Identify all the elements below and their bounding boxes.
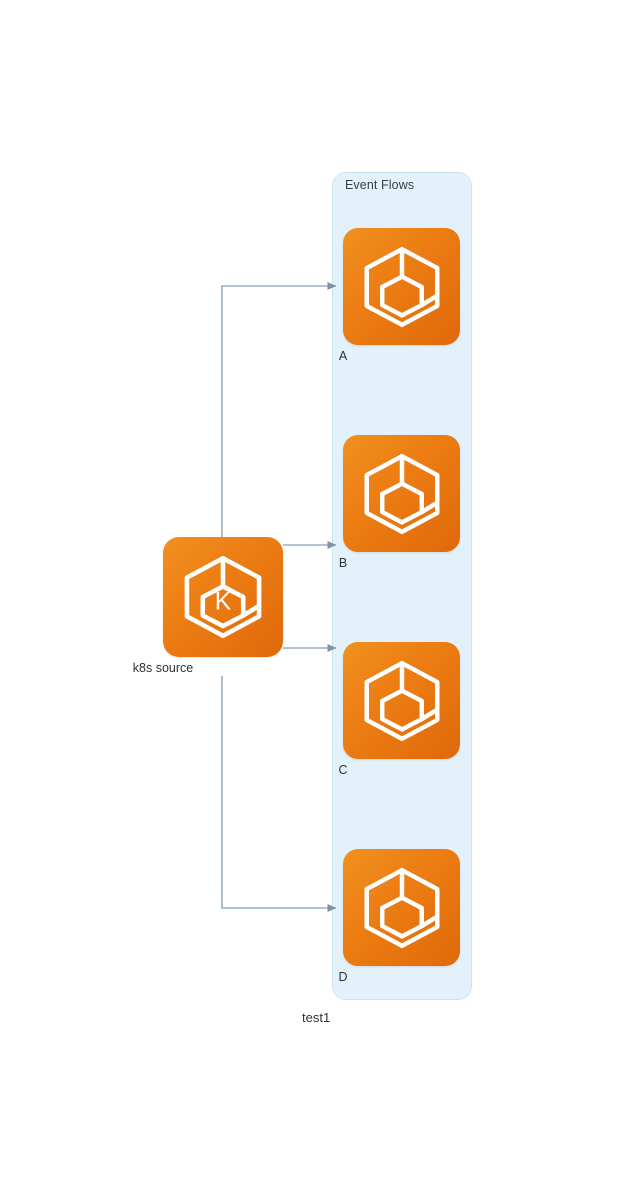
node-k8s-source-label: k8s source (132, 661, 194, 675)
node-b-tile[interactable] (343, 435, 460, 552)
diagram-caption: test1 (302, 1010, 331, 1025)
node-c-tile[interactable] (343, 642, 460, 759)
hexagon-k-logo-icon: K (184, 555, 262, 639)
hexagon-k-glyph: K (215, 588, 232, 615)
edge-source-to-a (221, 282, 337, 537)
node-d-tile[interactable] (343, 849, 460, 966)
node-k8s-source-tile[interactable]: K (163, 537, 283, 657)
hexagon-cube-logo-icon (364, 453, 439, 534)
node-a-label: A (338, 349, 348, 363)
node-a-tile[interactable] (343, 228, 460, 345)
edge-source-to-d (221, 676, 337, 912)
node-b-label: B (338, 556, 348, 570)
hexagon-cube-logo-icon (364, 246, 439, 327)
group-title: Event Flows (345, 178, 415, 192)
node-d-label: D (338, 970, 348, 984)
hexagon-cube-logo-icon (364, 660, 439, 741)
hexagon-cube-logo-icon (364, 867, 439, 948)
node-c-label: C (338, 763, 348, 777)
